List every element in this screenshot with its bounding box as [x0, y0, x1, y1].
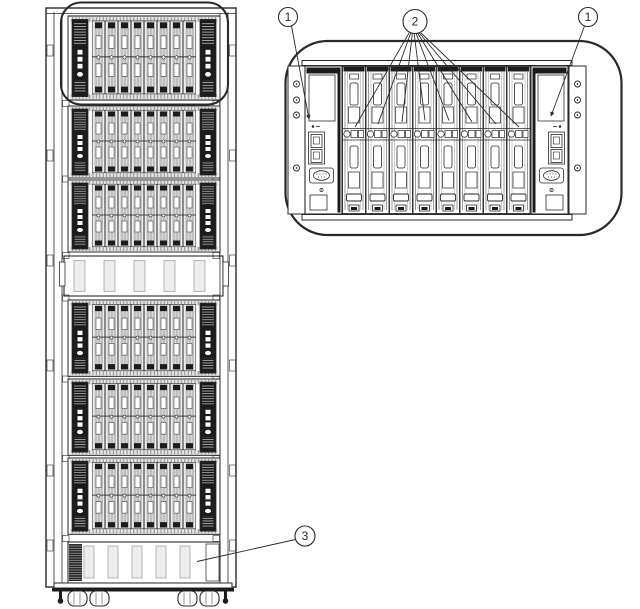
callout-circle-icon [577, 6, 599, 28]
left-controller-panel [304, 65, 343, 215]
blade-slot-3 [389, 66, 413, 214]
left-mounting-flange [287, 65, 306, 215]
caster-wheel [199, 590, 220, 607]
rack-chassis-1 [68, 16, 220, 100]
blade-slot-4 [412, 66, 437, 214]
callout-1-right: 1 [577, 6, 599, 28]
rack-chassis-6 [68, 458, 220, 534]
caster-wheel [177, 590, 198, 607]
callout-2-center: 2 [402, 8, 428, 35]
blade-slot-8 [506, 66, 531, 214]
leader-line-callout-1-left [291, 25, 311, 120]
chassis-bottom-rail [301, 214, 573, 221]
blade-slot-1 [342, 66, 366, 214]
callout-label: 3 [302, 529, 309, 543]
callout-1-left: 1 [277, 6, 299, 28]
rack-chassis-5 [68, 379, 220, 455]
blade-slot-7 [483, 66, 507, 214]
caster-wheel [89, 590, 110, 607]
right-mounting-flange [568, 65, 587, 215]
callout-label: 2 [412, 15, 419, 29]
rack-chassis-4 [68, 300, 220, 376]
rack-chassis-3 [68, 180, 220, 252]
leader-fan-callout-2 [354, 32, 520, 128]
rack-chassis-2 [68, 106, 220, 178]
detail-chassis [287, 60, 587, 221]
caster-wheel [67, 590, 88, 607]
leader-line-callout-3 [196, 539, 296, 562]
casters [57, 590, 229, 607]
detail-view [284, 39, 623, 237]
rack [45, 1, 237, 607]
leveling-foot [224, 591, 227, 600]
callouts: 1 2 1 3 [196, 6, 599, 562]
top-chassis-highlight-outline [59, 1, 230, 106]
rack-base [52, 582, 234, 592]
rack-hinge-tabs [46, 44, 236, 552]
callout-label: 1 [285, 10, 292, 24]
leveling-foot [59, 591, 62, 600]
callout-circle-icon [402, 8, 428, 35]
callout-circle-icon [277, 6, 299, 28]
right-controller-panel [530, 65, 569, 215]
mid-vent-tray [59, 255, 229, 297]
callout-circle-icon [294, 525, 316, 547]
callout-3-bottom: 3 [294, 525, 316, 547]
bottom-vent-tray [67, 541, 221, 584]
leader-line-callout-1-right [550, 25, 585, 117]
callout-label: 1 [585, 10, 592, 24]
blade-slot-5 [436, 66, 460, 214]
